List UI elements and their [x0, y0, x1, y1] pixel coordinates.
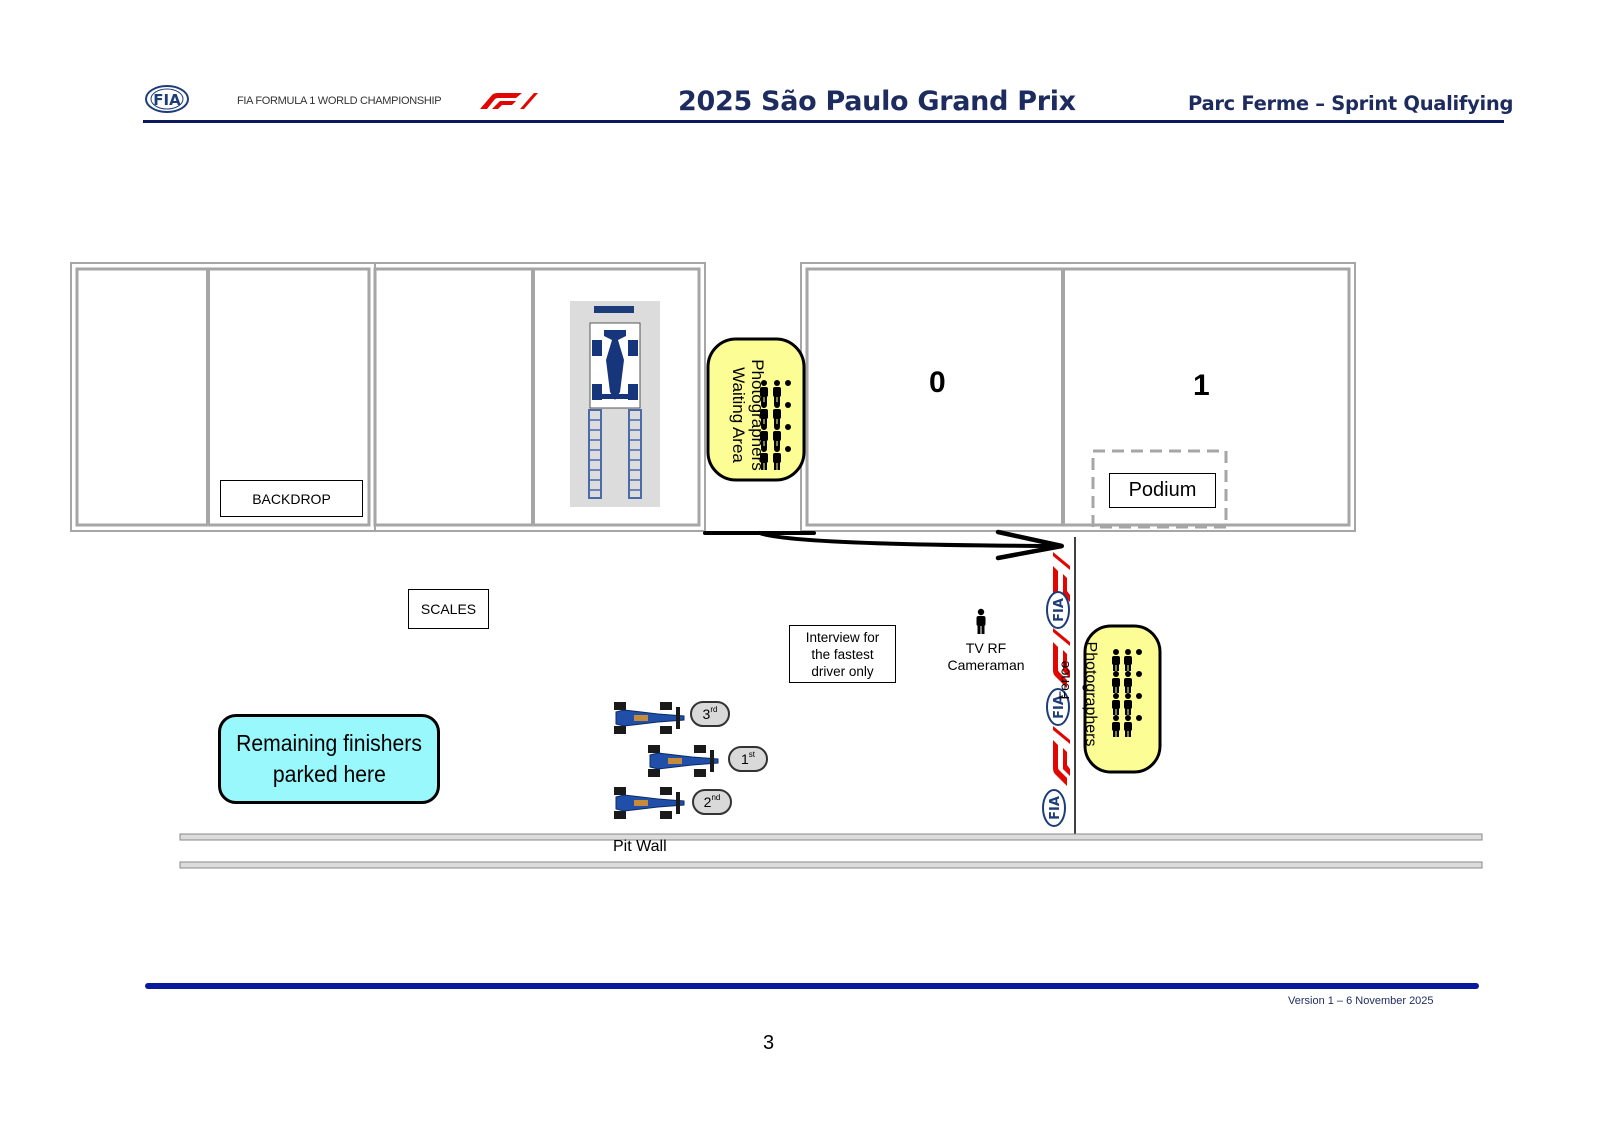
race-car-2nd-icon	[614, 787, 685, 819]
fia-banner-icon: FIA	[1042, 789, 1066, 827]
version-label: Version 1 – 6 November 2025	[1288, 995, 1434, 1007]
interview-line-1: Interview for	[805, 629, 880, 645]
fia-logo-text: FIA	[153, 91, 181, 109]
interview-line-3: driver only	[811, 663, 874, 679]
fia-banner-icon: FIA	[1046, 591, 1070, 629]
tv-label-line-1: TV RF	[965, 640, 1007, 656]
position-2nd-suffix: nd	[711, 792, 721, 802]
photographers-waiting-line-2: Waiting Area	[729, 367, 748, 463]
finishers-line-1: Remaining finishers	[236, 730, 422, 756]
weighbridge-car-icon	[570, 301, 660, 507]
fia-banner-icon: FIA	[1046, 688, 1070, 726]
photographers-label: Photographers	[1082, 641, 1099, 747]
remaining-finishers-area: Remaining finishers parked here	[218, 714, 440, 804]
f1-banner-icon	[1053, 726, 1070, 786]
bay-1-number: 1	[1193, 369, 1210, 402]
f1-logo	[480, 93, 538, 109]
route-arrow	[703, 529, 1064, 561]
photographers-waiting-line-1: Photographers	[748, 359, 767, 471]
svg-text:FIA: FIA	[1052, 695, 1067, 719]
photographers-waiting-label: Photographers Waiting Area	[727, 340, 767, 490]
podium-area-outline	[1091, 449, 1228, 529]
scales-label: SCALES	[408, 589, 489, 629]
page-number: 3	[763, 1032, 775, 1054]
person-icons-photographers	[1112, 649, 1142, 737]
race-car-1st-icon	[648, 745, 719, 777]
podium-label: Podium	[1109, 473, 1216, 508]
fence-label: Fence	[1056, 660, 1072, 700]
race-car-3rd-icon	[614, 702, 685, 734]
position-1st-number: 1	[740, 751, 749, 767]
svg-text:FIA: FIA	[1048, 796, 1063, 820]
right-garage-block	[800, 262, 1356, 532]
pit-wall-label: Pit Wall	[613, 838, 667, 855]
footer-rule	[145, 983, 1479, 989]
f1-banner-icon	[1053, 628, 1070, 688]
fence-branding: FIA FIA FIA	[1042, 552, 1070, 827]
tv-cameraman-person-icon	[976, 608, 986, 634]
backdrop-label: BACKDROP	[220, 480, 363, 517]
page-subtitle: Parc Ferme – Sprint Qualifying	[1188, 92, 1514, 115]
photographers-area	[1083, 624, 1162, 774]
position-3rd-number: 3	[702, 706, 711, 722]
pit-wall-lines	[179, 833, 1483, 869]
interview-box: Interview for the fastest driver only	[789, 625, 896, 683]
tv-cameraman-label: TV RF Cameraman	[944, 640, 1028, 674]
fia-logo: FIA	[145, 85, 189, 113]
page-title: 2025 São Paulo Grand Prix	[678, 86, 1076, 117]
finishers-line-2: parked here	[272, 761, 386, 787]
position-1st-suffix: st	[748, 749, 756, 759]
svg-text:FIA: FIA	[1052, 598, 1067, 622]
position-3rd-suffix: rd	[710, 704, 718, 714]
championship-label: FIA FORMULA 1 WORLD CHAMPIONSHIP	[237, 95, 442, 107]
position-2nd-number: 2	[703, 794, 712, 810]
header-rule	[143, 120, 1504, 123]
person-icons-waiting	[760, 380, 791, 470]
interview-line-2: the fastest	[811, 646, 874, 662]
bay-0-number: 0	[929, 366, 946, 399]
tv-label-line-2: Cameraman	[947, 657, 1025, 673]
